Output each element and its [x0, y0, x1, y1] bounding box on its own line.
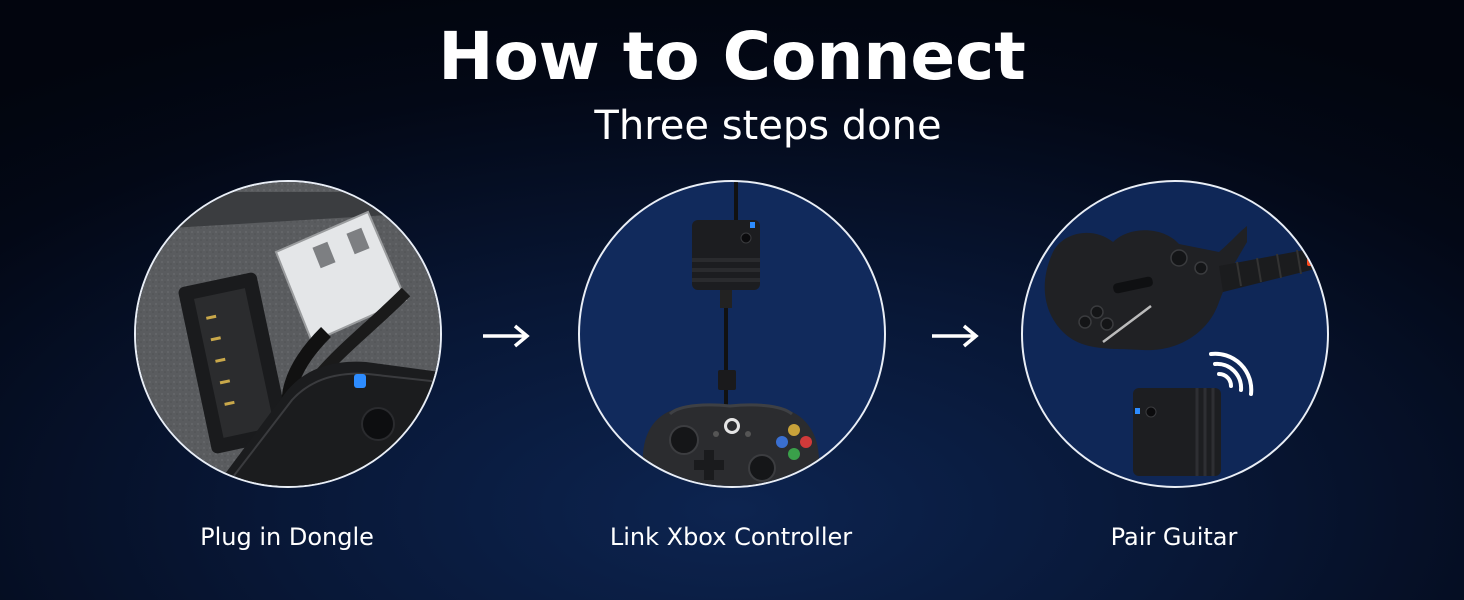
step-1-image: [134, 180, 442, 488]
guitar-icon: [1044, 226, 1319, 476]
step-2-image: [578, 180, 886, 488]
step-3-image: [1021, 180, 1329, 488]
page-subtitle: Three steps done: [594, 103, 942, 149]
arrow-right-icon: [932, 324, 979, 348]
step-3-label: Pair Guitar: [1110, 523, 1238, 551]
step-2-label: Link Xbox Controller: [609, 523, 853, 551]
usb-dongle-icon: [136, 182, 440, 486]
controller-icon: [642, 182, 819, 486]
step-1-label: Plug in Dongle: [200, 523, 374, 551]
arrow-right-icon: [483, 324, 530, 348]
page-title: How to Connect: [438, 18, 1026, 95]
